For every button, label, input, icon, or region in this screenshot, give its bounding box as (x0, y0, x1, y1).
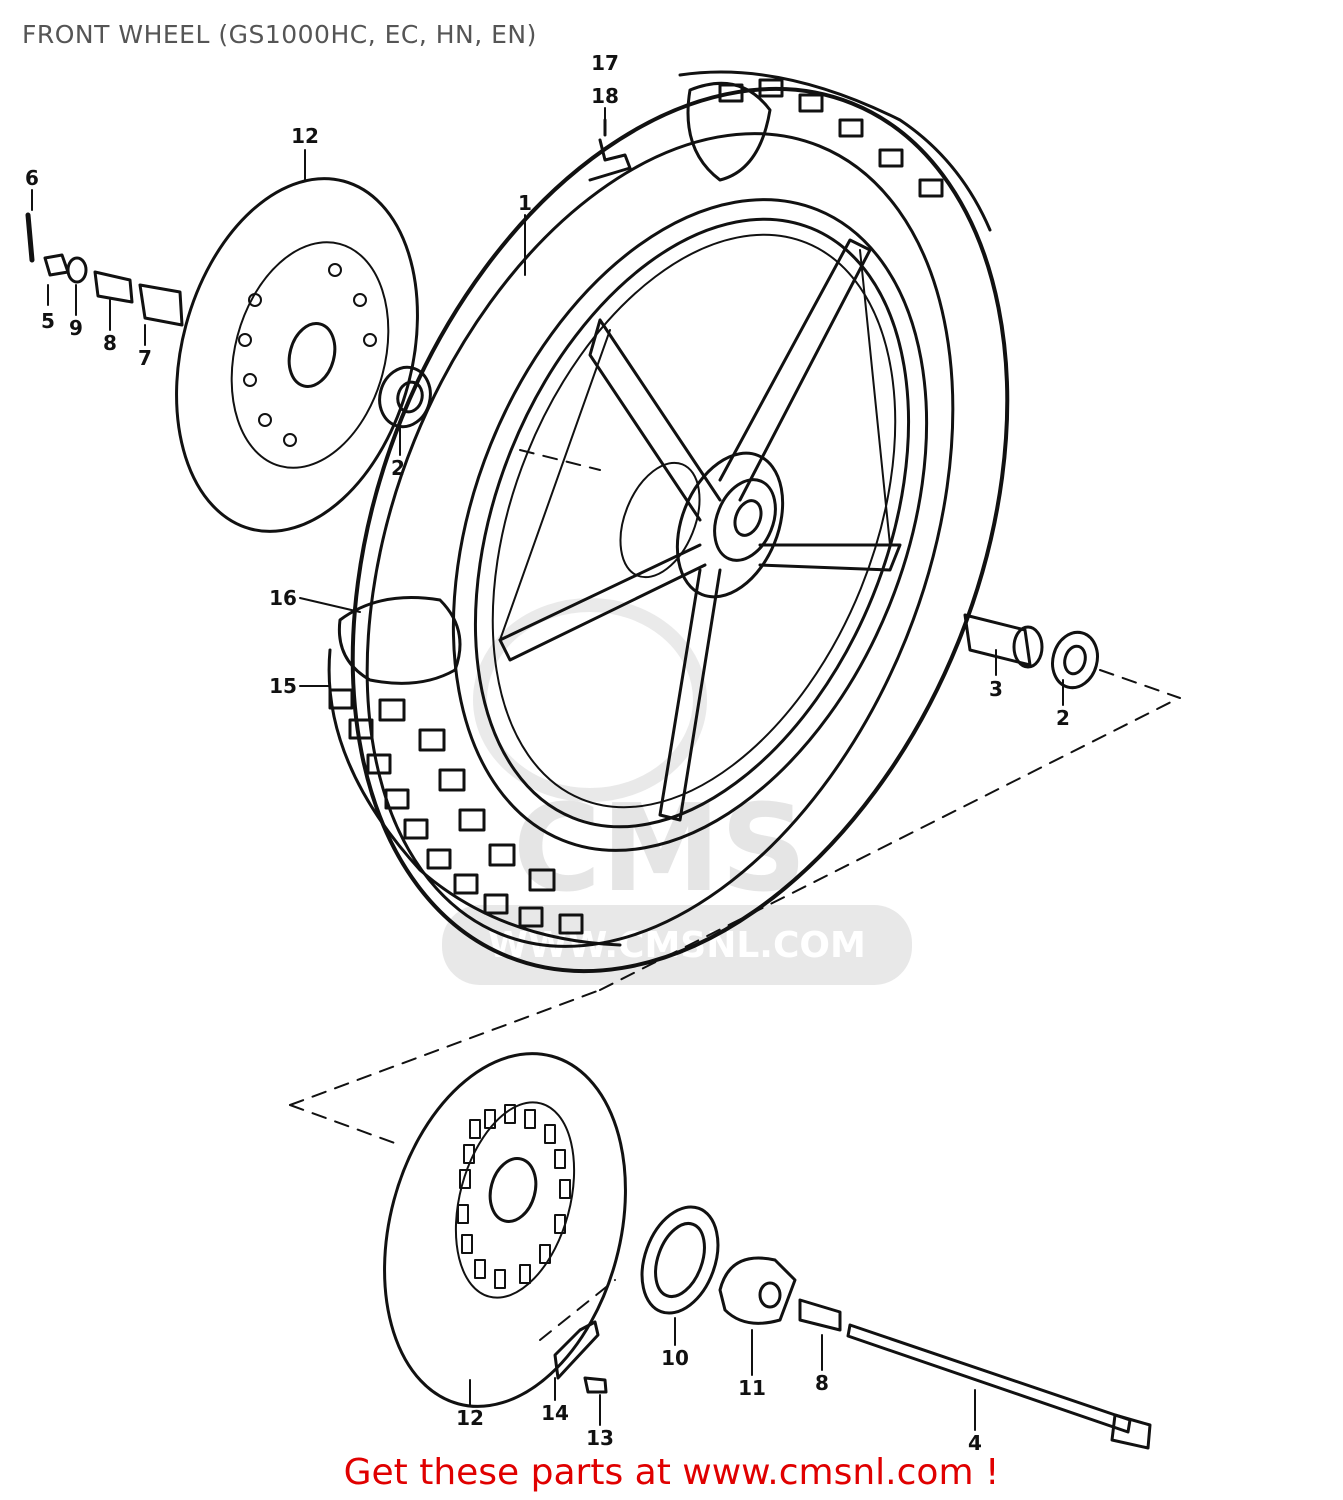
callout-11: 11 (738, 1376, 766, 1400)
tire (327, 70, 1010, 974)
leader-lines (31, 107, 1064, 1431)
bearing-left (378, 365, 432, 429)
callout-4: 4 (968, 1431, 982, 1455)
callout-3: 3 (989, 677, 1003, 701)
callout-1: 1 (518, 191, 532, 215)
callout-18: 18 (591, 84, 619, 108)
brake-disc-upper (175, 177, 419, 533)
callout-6: 6 (25, 166, 39, 190)
axle-left-parts (25, 212, 184, 327)
wheel-hub (619, 451, 785, 599)
callout-8-upper: 8 (103, 331, 117, 355)
callout-9: 9 (69, 316, 83, 340)
spacer-and-bearing-right (963, 613, 1099, 690)
axle (798, 1298, 1152, 1450)
callout-12-lower: 12 (456, 1406, 484, 1430)
inner-tube (337, 81, 772, 685)
callout-16: 16 (269, 586, 297, 610)
callout-15: 15 (269, 674, 297, 698)
wheel-spokes (498, 238, 902, 822)
callout-2-left: 2 (391, 456, 405, 480)
callout-12-upper: 12 (291, 124, 319, 148)
clip-and-bolt (553, 1320, 608, 1394)
projection-lines (289, 449, 1181, 1341)
callout-8-lower: 8 (815, 1371, 829, 1395)
callout-5: 5 (41, 309, 55, 333)
callout-17: 17 (591, 51, 619, 75)
diagram-title: FRONT WHEEL (GS1000HC, EC, HN, EN) (22, 20, 537, 49)
callout-7: 7 (138, 346, 152, 370)
speedometer-gear-parts (640, 1205, 797, 1325)
brake-disc-lower (383, 1052, 627, 1408)
watermark-brand: CMS (513, 780, 807, 919)
callout-14: 14 (541, 1401, 569, 1425)
callout-labels: 1 2 2 3 4 5 6 7 8 8 9 10 11 12 12 13 14 … (25, 51, 1070, 1455)
rim (451, 198, 929, 852)
callout-13: 13 (586, 1426, 614, 1450)
valve-stem (588, 118, 632, 182)
footer-link[interactable]: Get these parts at www.cmsnl.com ! (343, 1452, 1000, 1493)
callout-2-right: 2 (1056, 706, 1070, 730)
callout-10: 10 (661, 1346, 689, 1370)
